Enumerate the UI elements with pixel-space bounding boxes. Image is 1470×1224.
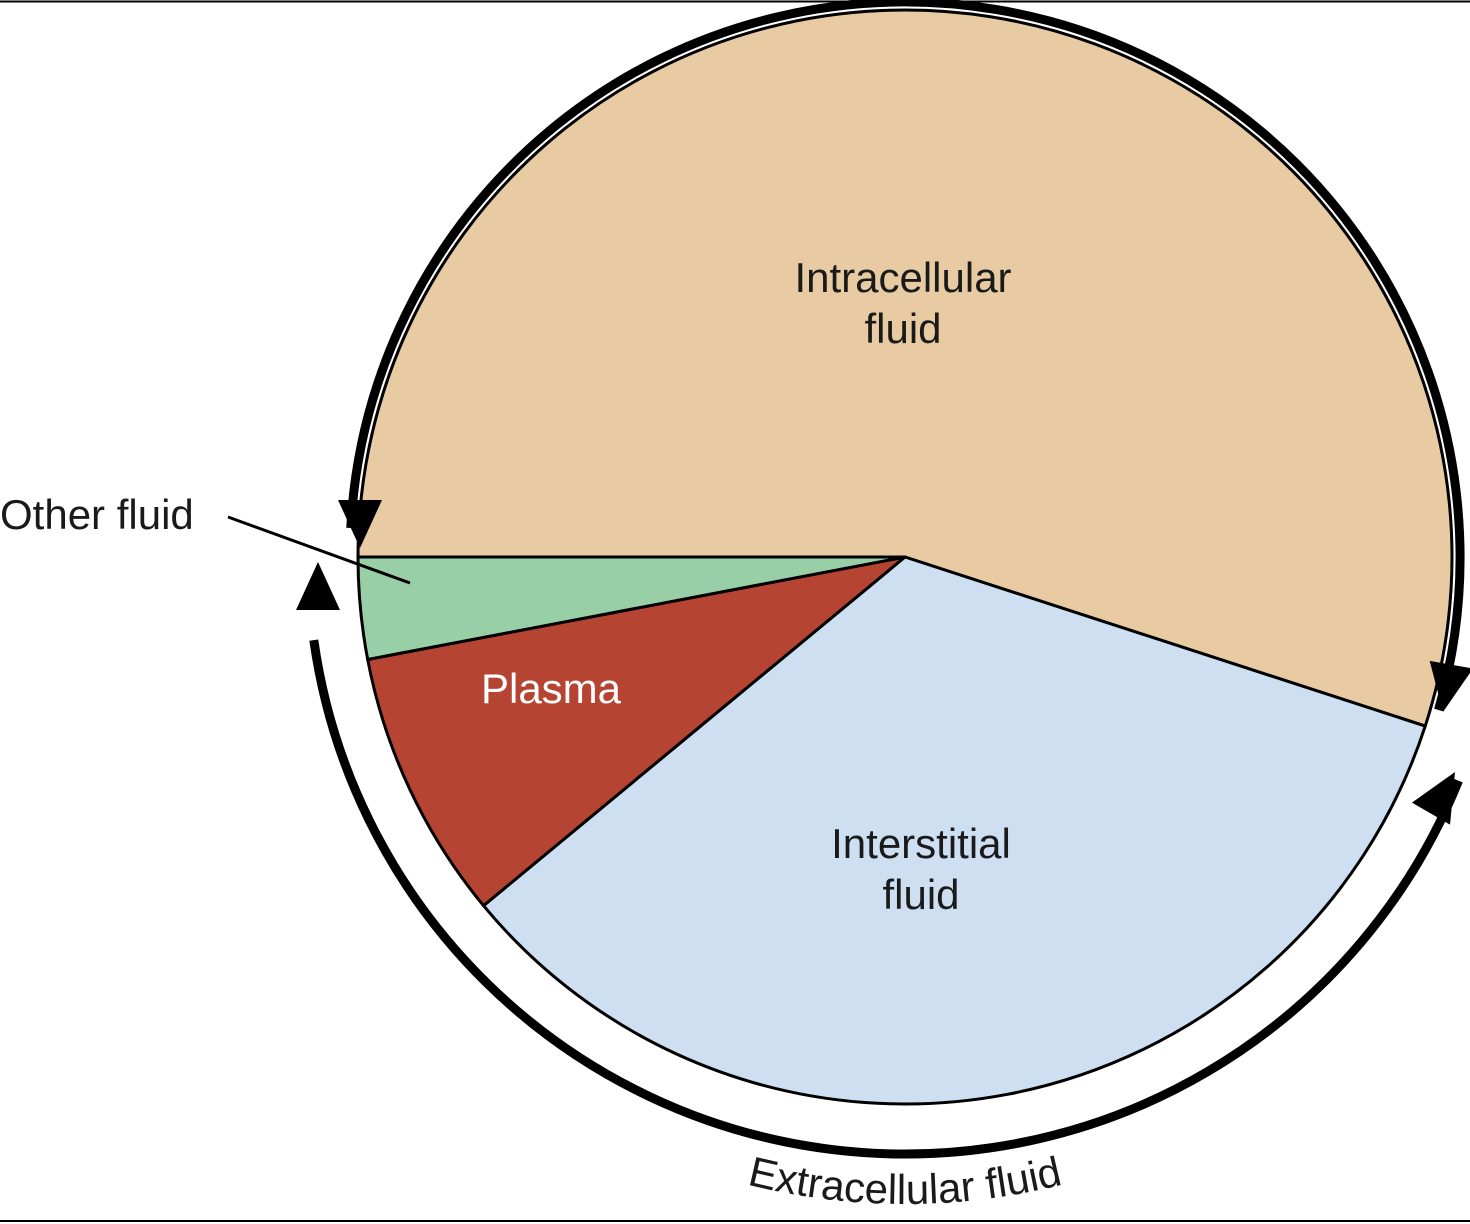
- slice-label-interstitial-fluid-line-2: fluid: [882, 871, 959, 918]
- slice-label-intracellular-fluid-line-1: Intracellular: [794, 254, 1011, 301]
- intracellular-arrow-right: [1429, 660, 1470, 712]
- extracellular-arrow-left: [296, 562, 340, 610]
- other-fluid-callout: Other fluid: [0, 491, 411, 585]
- pie-slices: [356, 8, 1454, 1106]
- bracket-arrows: [296, 0, 1470, 1159]
- pie-slice-interstitial-fluid: [482, 555, 1427, 1106]
- extracellular-arrow-right: [1411, 772, 1455, 825]
- slice-label-intracellular-fluid-line-2: fluid: [864, 305, 941, 352]
- other-fluid-leader-line: [227, 515, 411, 585]
- intracellular-arrow-left: [338, 500, 382, 548]
- pie-slice-plasma: [366, 555, 907, 908]
- slice-label-interstitial-fluid-line-1: Interstitial: [831, 820, 1011, 867]
- other-fluid-label: Other fluid: [0, 491, 194, 538]
- extracellular-bracket-arc: [309, 639, 1463, 1159]
- pie-slice-intracellular-fluid: [356, 8, 1454, 728]
- slice-label-plasma-line-1: Plasma: [481, 665, 622, 712]
- intracellular-bracket-arc: [346, 0, 1465, 712]
- pie-slice-other-fluid: [356, 555, 907, 661]
- slice-labels: IntracellularfluidInterstitialfluidPlasm…: [481, 254, 1012, 918]
